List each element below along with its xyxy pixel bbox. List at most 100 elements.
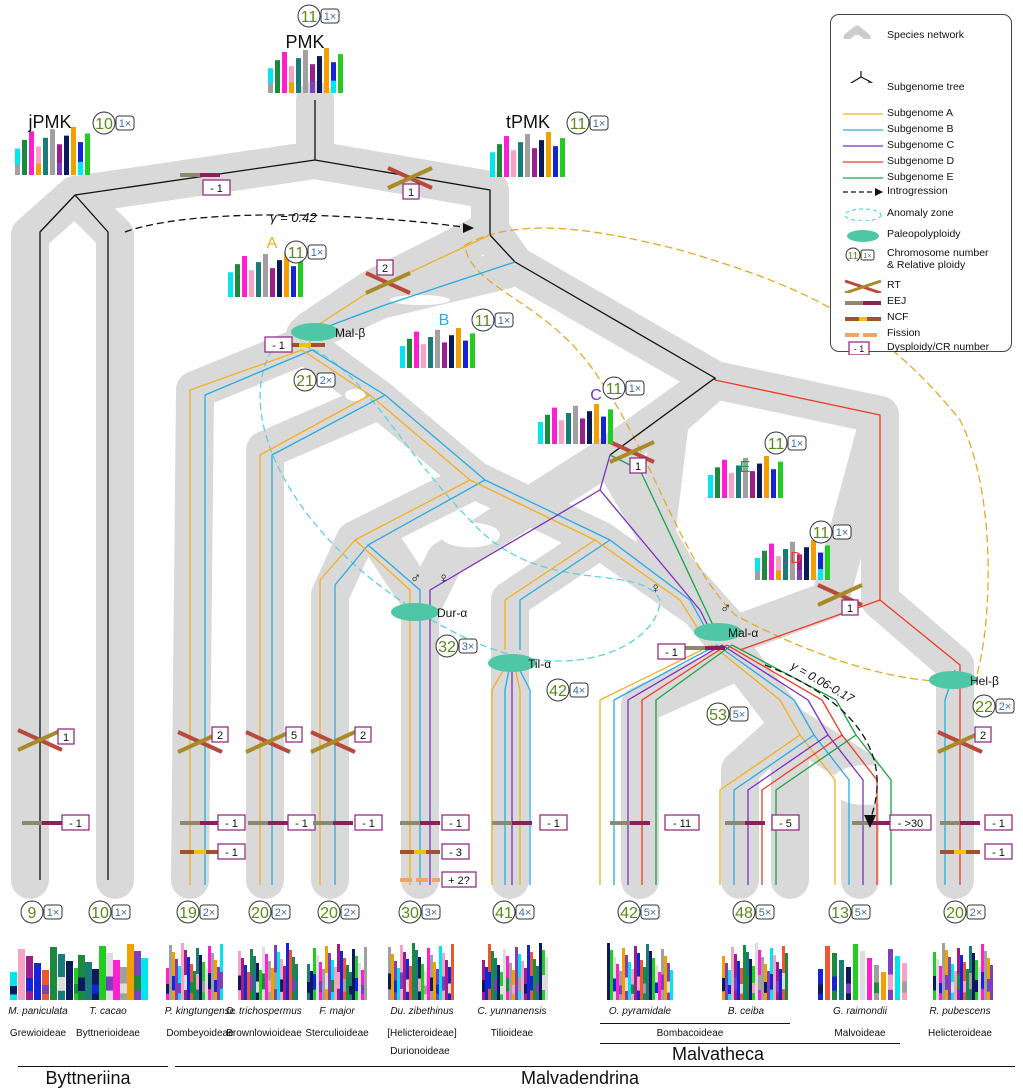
tip-karyotype-bar-7 (640, 960, 643, 1000)
karyotype-b (470, 333, 475, 368)
cr-box-rp-rt (974, 726, 992, 743)
tip-karyotype-bar-7 (670, 970, 673, 1000)
tip-karyotype-bar-2 (211, 953, 214, 1000)
tip-karyotype-bar-5 (388, 973, 391, 990)
arrow-head-2 (864, 815, 876, 828)
cr-box-dz-eej (441, 814, 470, 831)
event-label: Til-α (528, 657, 551, 671)
tip-karyotype-bar-4 (334, 967, 337, 1000)
node-21-ploidy: 2× (320, 375, 333, 387)
karyotype-jpmk (43, 137, 48, 175)
tip-karyotype-bar-2 (166, 984, 169, 994)
tip-karyotype-bar-5 (400, 972, 403, 989)
female-symbol: ♀ (650, 580, 661, 597)
tip-karyotype-bar-7 (607, 971, 610, 989)
karyotype-c (587, 411, 592, 444)
network-path (591, 436, 719, 629)
subfamily-label: Grewioideae (9, 1028, 67, 1039)
group-label-malvadendrina: Malvadendrina (520, 1068, 640, 1088)
karyotype-d (797, 569, 802, 580)
anomaly-zone-orange (464, 227, 989, 683)
paleopolyploidy-ellipse (291, 323, 339, 341)
tip-5-chrom: 30 (401, 905, 419, 922)
paleopolyploidy-ellipse (391, 603, 439, 621)
cr-box-dz-fis (441, 871, 477, 888)
ancestor-d-circle (809, 520, 833, 544)
cr-box-rp-ncf-text: - 1 (992, 847, 1005, 859)
cr-box-mp-eej (61, 814, 90, 831)
tip-karyotype-bar-10 (939, 983, 942, 994)
cr-box-cy-eej (539, 814, 568, 831)
cr-box-rp-eej (984, 814, 1013, 831)
tip-karyotype-bar-2 (217, 967, 220, 1000)
tip-karyotype-bar-8 (740, 984, 743, 994)
tip-karyotype-bar-9 (881, 972, 886, 1000)
tip-karyotype-bar-5 (397, 968, 400, 1000)
karyotype-e (743, 457, 748, 498)
tip-karyotype-bar-1 (99, 946, 106, 1000)
ancestor-b-chrom: 11 (475, 313, 492, 330)
network-loop-gap (345, 389, 365, 401)
karyotype-tpmk (532, 148, 537, 177)
tip-karyotype-bar-3 (274, 972, 277, 989)
ancestor-a-ploidy-box (307, 244, 327, 260)
network-loop-gap (440, 522, 500, 548)
tip-karyotype-bar-2 (169, 945, 172, 1000)
cr-box-cy-eej-text: - 1 (547, 818, 560, 830)
cr-box-bc-eej (771, 814, 800, 831)
cr-box-dt-rt-text: 5 (291, 730, 297, 742)
karyotype-d (818, 552, 823, 580)
tip-karyotype-bar-5 (424, 985, 427, 995)
pmk-circle (297, 4, 321, 28)
subfamily-label: Helicteroideae (928, 1028, 992, 1039)
legend-label-2: & Relative ploidy (887, 259, 966, 271)
rt-d (817, 583, 863, 607)
subfamily-label: Durionoideae (390, 1046, 450, 1057)
subfamily-label: Brownlowioideae (226, 1028, 302, 1039)
line-op-0 (599, 644, 713, 885)
ancestor-c-ploidy-box (625, 380, 645, 396)
legend-label: Anomaly zone (887, 207, 954, 219)
tip-karyotype-bar-6 (542, 975, 545, 990)
tip-karyotype-bar-6 (518, 977, 521, 991)
tip-karyotype-bar-1 (141, 958, 148, 1000)
tip-karyotype-bar-9 (832, 976, 837, 991)
tip-karyotype-bar-8 (776, 981, 779, 993)
ancestor-e-ploidy-box (787, 435, 807, 451)
tip-0-ploidy-box (43, 904, 63, 920)
tip-karyotype-bar-7 (613, 978, 616, 992)
tip-karyotype-bar-3 (241, 958, 244, 1000)
subgenome-b-line-icon (843, 129, 883, 131)
tip-7-chrom: 42 (620, 905, 638, 922)
karyotype-b (407, 338, 412, 368)
line-b-dz (367, 544, 421, 885)
tip-karyotype-bar-5 (412, 971, 415, 989)
tip-karyotype-bar-7 (643, 983, 646, 994)
tip-karyotype-bar-2 (190, 982, 193, 993)
node-32-circle (435, 634, 459, 658)
tip-karyotype-bar-3 (268, 980, 271, 993)
tip-karyotype-bar-2 (172, 976, 175, 991)
tip-karyotype-bar-2 (187, 957, 190, 1000)
karyotype-tpmk (497, 144, 502, 177)
tip-karyotype-bar-0 (42, 985, 49, 994)
jpmk-ploidy: 1× (119, 118, 132, 130)
tip-1-ploidy-box (111, 904, 131, 920)
tip-karyotype-bar-3 (262, 973, 265, 990)
tip-10-ploidy: 2× (970, 907, 983, 919)
cr-box-pk-ncf (217, 843, 246, 860)
tip-karyotype-bar-7 (667, 981, 670, 993)
tip-karyotype-bar-4 (355, 978, 358, 992)
female-symbol: ♀ (438, 570, 449, 587)
ancestor-d-ploidy: 1× (836, 527, 849, 539)
karyotype-jpmk (29, 131, 34, 175)
karyotype-a (298, 258, 303, 297)
line-b-dt (271, 349, 386, 885)
tip-karyotype-bar-6 (530, 976, 533, 991)
eej-bar-icon (845, 301, 881, 305)
legend-label: Fission (887, 327, 921, 339)
cr-box-a-text: 2 (382, 263, 388, 275)
tip-karyotype-bar-3 (292, 978, 295, 992)
